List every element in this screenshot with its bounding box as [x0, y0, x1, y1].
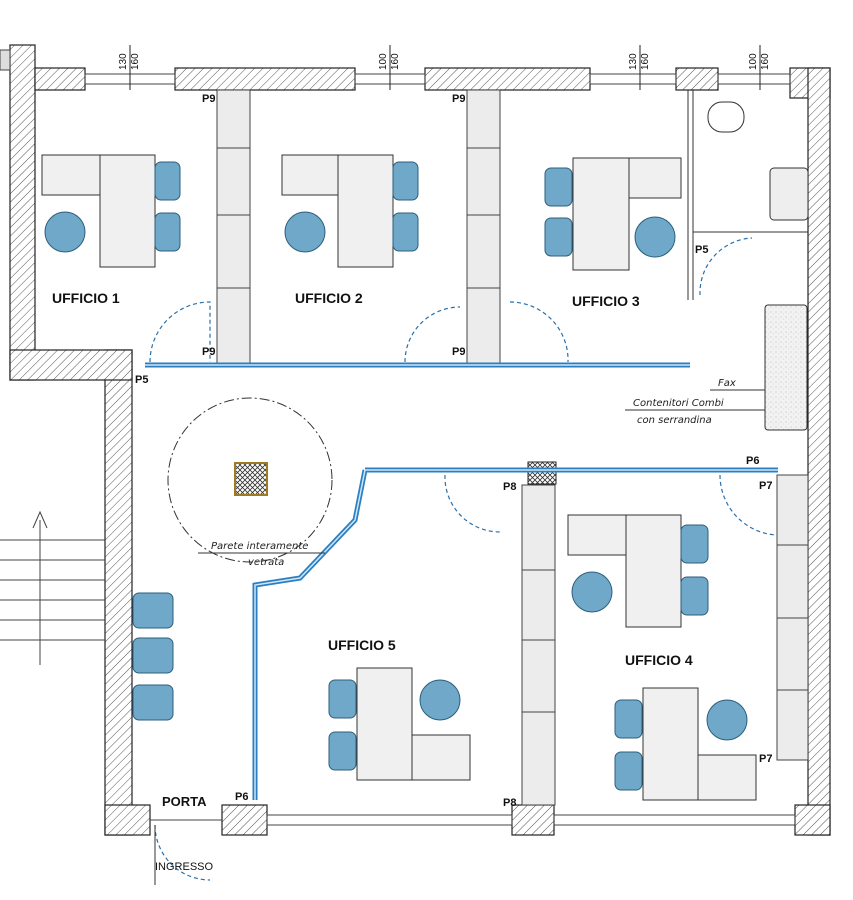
partition-code: P9 — [202, 93, 215, 105]
dimension-label: 160 — [640, 53, 651, 70]
room-label-ufficio-3: UFFICIO 3 — [572, 293, 640, 309]
chairs — [44, 161, 748, 791]
dimension-label: 160 — [390, 53, 401, 70]
room-label-ufficio-2: UFFICIO 2 — [295, 290, 363, 306]
partition-code: P8 — [503, 797, 516, 809]
dimension-label: 130 — [118, 53, 129, 70]
dimension-label: 100 — [748, 53, 759, 70]
contenitori-label: Contenitori Combi — [633, 398, 724, 409]
partition-code: P6 — [746, 455, 759, 467]
partition-code: P6 — [235, 791, 248, 803]
desks — [41, 154, 757, 801]
partition-walls — [216, 89, 809, 806]
partition-code: P7 — [759, 480, 772, 492]
partition-code: P9 — [452, 346, 465, 358]
contenitori-label-2: con serrandina — [637, 415, 712, 426]
glass-walls — [145, 362, 778, 800]
partition-code: P5 — [135, 374, 148, 386]
dimension-label: 160 — [130, 53, 141, 70]
dimension-label: 100 — [378, 53, 389, 70]
room-label-ufficio-1: UFFICIO 1 — [52, 290, 120, 306]
doors — [149, 301, 777, 885]
column — [234, 462, 268, 496]
partition-code: P5 — [695, 244, 708, 256]
partition-code: P8 — [503, 481, 516, 493]
dimension-label: 160 — [760, 53, 771, 70]
partition-code: P7 — [759, 753, 772, 765]
ingresso-label: INGRESSO — [155, 861, 214, 873]
staircase — [0, 510, 105, 665]
parete-label-2: vetrata — [248, 557, 284, 568]
porta-label: PORTA — [162, 794, 207, 809]
fax-cabinet — [764, 304, 808, 431]
bathroom — [687, 90, 809, 300]
room-label-ufficio-5: UFFICIO 5 — [328, 637, 396, 653]
partition-code: P9 — [202, 346, 215, 358]
partition-code: P9 — [452, 93, 465, 105]
room-label-ufficio-4: UFFICIO 4 — [625, 652, 693, 668]
dimension-marks — [129, 45, 761, 90]
glass-partition-area — [167, 397, 333, 563]
fax-label: Fax — [718, 378, 736, 389]
dimension-label: 130 — [628, 53, 639, 70]
annotation-leaders — [198, 389, 765, 554]
dimension-labels: 130 160 100 160 130 160 100 160 — [118, 53, 771, 70]
parete-label: Parete interamente — [211, 541, 308, 552]
